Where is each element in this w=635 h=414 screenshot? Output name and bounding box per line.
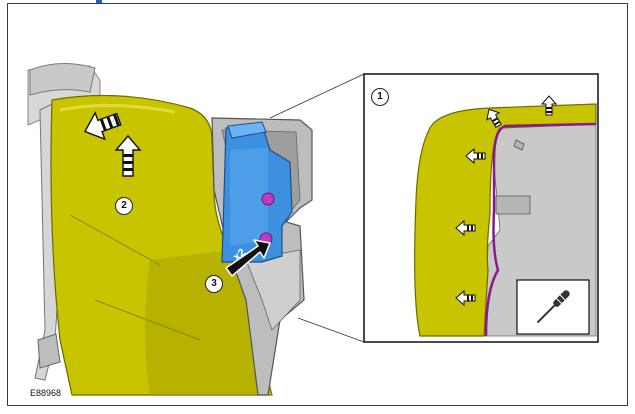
leader-line-bottom	[297, 317, 365, 343]
figure-code: E88968	[30, 388, 62, 398]
arrow-up-icon	[114, 134, 142, 177]
top-edge-mark	[96, 0, 102, 3]
seat-buckle	[37, 333, 61, 369]
callout-2: 2	[115, 197, 133, 215]
bracket-top	[227, 121, 267, 139]
detail-arrow-left-2	[455, 219, 476, 237]
callout-3: 3	[205, 275, 223, 293]
seat-frame-top	[29, 62, 96, 96]
detail-arrow-left-3	[455, 289, 476, 307]
detail-trim-edge	[414, 103, 597, 337]
screwdriver-icon	[536, 290, 570, 324]
push-arrow-icon	[225, 239, 271, 277]
callout-1: 1	[371, 88, 389, 106]
detail-arrow-up-2	[540, 95, 558, 116]
bracket-face	[230, 148, 268, 246]
clip-upper	[261, 192, 275, 206]
arrow-left-icon	[465, 147, 486, 165]
leader-line-top	[269, 73, 365, 119]
detail-clip-edge	[484, 122, 597, 337]
trim-panel-highlight	[59, 103, 176, 114]
detail-arrow-up-1	[486, 108, 502, 128]
trim-panel-crease	[69, 214, 201, 341]
arrow-up-left-icon	[83, 111, 122, 141]
side-panel-lower	[245, 249, 301, 331]
detail-tab	[495, 195, 531, 215]
detail-hook	[513, 139, 525, 151]
trim-panel-shade	[145, 250, 272, 395]
